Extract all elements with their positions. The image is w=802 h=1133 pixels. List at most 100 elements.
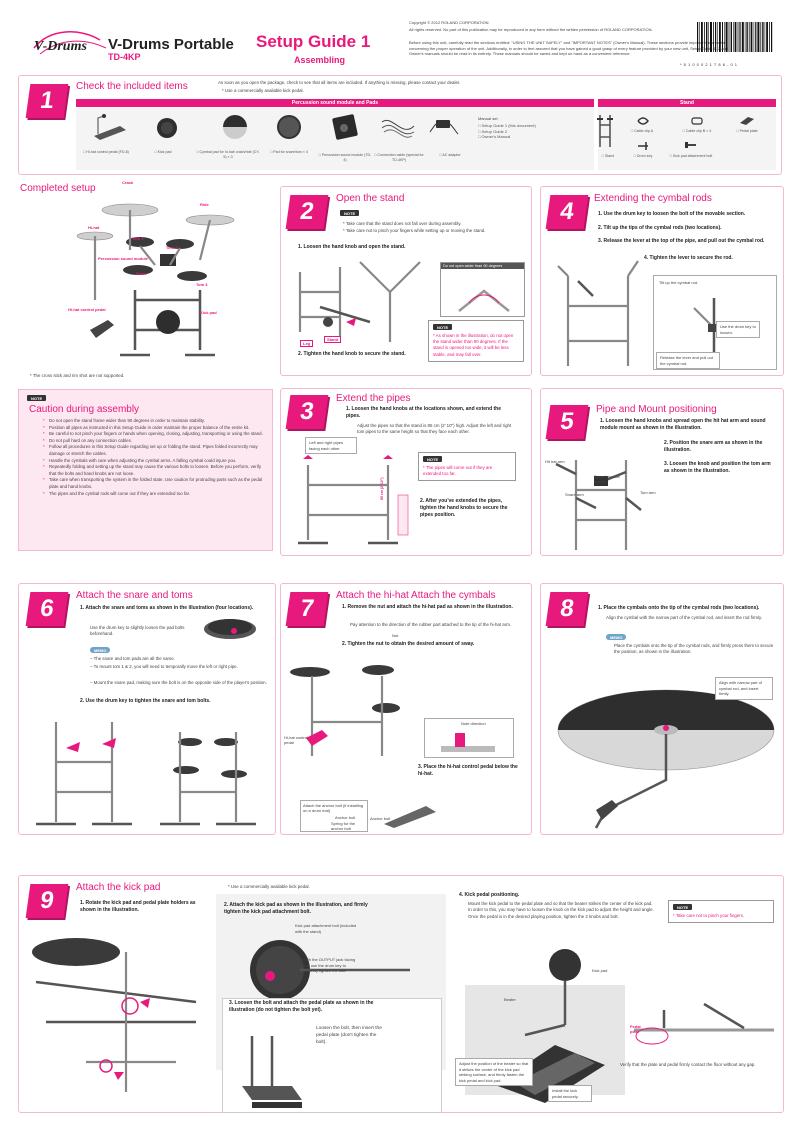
item-sound-module: □ Percussion sound module (TD-4) [318, 153, 372, 162]
product-name: V-Drums Portable [108, 36, 234, 53]
label-spring: Spring for the anchor bolt [331, 821, 356, 831]
section-6-memo-tag: MEMO [90, 647, 111, 653]
section-9-note: * Use a commercially available kick peda… [228, 884, 310, 889]
label-ride: Ride [200, 202, 209, 207]
hihat-illustration [290, 665, 400, 756]
section-6-memo-2: – To mount tom 1 & 2, you will need to t… [90, 664, 238, 669]
cable-clip-a-icon [637, 117, 649, 125]
caution-item: Handle the cymbals with care when adjust… [43, 458, 265, 465]
step-number-6: 6 [25, 592, 69, 626]
snare-tom-pad-icon [277, 115, 301, 139]
step-number-5: 5 [545, 405, 589, 439]
label-snare-arm: Snare arm [565, 492, 584, 497]
section-9-callout-install: Install the kick pedal securely. [548, 1085, 592, 1103]
cymbal-pad-icon [223, 115, 247, 139]
item-cymbal-pad: □ Cymbal pad for hi-hat/ crash/ride (CY-… [196, 150, 260, 159]
kick-attach-illustration [250, 940, 410, 1000]
stand-item-drum-key: □ Drum key [633, 154, 653, 158]
section-8-step-1-desc: Align the cymbal with the narrow part of… [606, 615, 763, 620]
angle-diagram [458, 289, 510, 312]
section-3-title: Extend the pipes [336, 393, 411, 404]
caution-item: Repeatedly folding and setting up the st… [43, 464, 265, 477]
section-4-callout-2: Use the drum key to loosen. [716, 321, 760, 339]
manual-item-1: □ Setup Guide 1 (this document) [478, 123, 536, 128]
manual-set-title: Manual set [478, 116, 498, 121]
section-5-step-1: 1. Loosen the hand knobs and spread open… [600, 418, 766, 431]
section-2-note-tag-2: NOTE [433, 324, 453, 330]
barcode-number: * 5 1 0 0 0 2 1 7 8 6 - 0 1 [680, 62, 738, 67]
svg-text:V-Drums: V-Drums [34, 39, 87, 54]
intro-text: Before using this unit, carefully read t… [409, 40, 729, 57]
label-leg: Leg [300, 340, 314, 347]
section-9-note-box: NOTE * Take care not to pinch your finge… [668, 900, 774, 923]
section-6-step-2: 2. Use the drum key to tighten the snare… [80, 698, 211, 704]
guide-subtitle: Assembling [294, 55, 346, 65]
stand-item-clip-b: □ Cable clip B × 4 [682, 129, 712, 133]
section-7-step-2: 2. Tighten the nut to obtain the desired… [342, 641, 475, 647]
section-9-callout-output: With the OUTPUT jack facing out, use the… [303, 957, 356, 974]
sound-module-icon [332, 114, 358, 140]
label-stand: Stand [324, 336, 342, 343]
stand-item-bolt: □ Kick pad attachment bolt [669, 154, 713, 158]
section-2-note-tag: NOTE [340, 210, 360, 216]
copyright: Copyright © 2012 ROLAND CORPORATION [409, 20, 489, 25]
step-number-9: 9 [25, 884, 69, 918]
stand-item-clip-a: □ Cable clip A [630, 129, 654, 133]
label-hihat: Hi-hat [88, 225, 100, 230]
label-anchor-bolt-2: Anchor bolt [370, 816, 391, 821]
label-nut: Nut [392, 633, 399, 638]
section-9-note-2: * Take care not to pinch your fingers. [673, 912, 745, 918]
section-4-callout-1: Tilt up the cymbal rod. [656, 278, 702, 288]
rights-text: All rights reserved. No part of this pub… [409, 27, 653, 32]
item-connection-cable: □ Connection cable (special for TD-4KP) [374, 153, 424, 162]
section-9-step-3: 3. Loosen the bolt and attach the pedal … [229, 1000, 374, 1013]
section-2-note-box: NOTE * As shown in the illustration, do … [428, 320, 524, 362]
section-6-title: Attach the snare and toms [76, 590, 193, 601]
label-snare: Snare [136, 271, 148, 276]
label-kick-pad: Kick pad [592, 968, 608, 973]
caution-item: Follow all procedures in this Setup Guid… [43, 444, 265, 457]
section-3-step-2: 2. After you've extended the pipes, tigh… [420, 498, 508, 518]
section-9-step-4-desc: Mount the kick pedal to the pedal plate … [468, 901, 654, 919]
caution-item: Position all pipes as instructed in this… [43, 425, 265, 432]
extend-pipes-illustration [298, 455, 409, 545]
section-4-step-3: 3. Release the lever at the top of the p… [598, 238, 765, 244]
ac-adaptor-icon [429, 120, 459, 135]
attachment-bolt-icon [685, 142, 696, 148]
caution-list: Do not open the stand frame wider than 9… [43, 418, 265, 497]
pedal-contact-illustration [634, 1002, 774, 1045]
completed-kit-illustration [76, 203, 235, 357]
step-number-3: 3 [285, 395, 329, 429]
model-name: TD-4KP [108, 52, 141, 62]
kick-holder-illustration [32, 938, 197, 1092]
height-label: 85 cm (2' 10") [380, 477, 384, 500]
step-number-4: 4 [545, 195, 589, 229]
section-1-note: * Use a commercially available kick peda… [222, 88, 304, 93]
section-8-step-1: 1. Place the cymbals onto the tip of the… [598, 605, 760, 611]
rubber-drawing [441, 733, 495, 752]
section-1-title: Check the included items [76, 81, 188, 92]
label-tom2: Tom 2 [166, 245, 178, 250]
section-3-note: * The pipes will come out if they are ex… [423, 464, 493, 476]
barcode [697, 22, 773, 52]
snare-toms-illustration-a [36, 722, 132, 826]
item-kick-pad: □ Kick pad [154, 150, 172, 154]
open-stand-illustration [298, 261, 421, 342]
label-hihat-pedal: Hi-hat control pedal [284, 735, 308, 745]
step-number-1: 1 [25, 84, 69, 118]
anchor-detail: Attach the anchor bolt (if installing on… [300, 800, 368, 832]
completed-setup-title: Completed setup [20, 183, 96, 194]
section-3-note-box: NOTE * The pipes will come out if they a… [418, 452, 516, 482]
section-7-step-3: 3. Place the hi-hat control pedal below … [418, 764, 518, 777]
section-2-step-2: 2. Tighten the hand knob to secure the s… [298, 351, 406, 357]
section-3-callout: Left and right pipes facing each other [305, 437, 357, 455]
vdrums-logo: V-Drums [33, 31, 107, 55]
section-8-callout: Align with narrow part of cymbal rod, an… [715, 677, 773, 700]
section-9-callout-bolt: Kick pad attachment bolt (included with … [295, 923, 357, 934]
section-7-step-1: 1. Remove the nut and attach the hi-hat … [342, 604, 513, 610]
hihat-pedal-icon [94, 114, 126, 140]
section-5-step-2: 2. Position the snare arm as shown in th… [664, 440, 763, 453]
caution-item: Do not open the stand frame wider than 9… [43, 418, 265, 425]
caution-item: Be careful to not pinch your fingers or … [43, 431, 265, 438]
section-9-step-2: 2. Attach the kick pad as shown in the i… [224, 902, 368, 915]
